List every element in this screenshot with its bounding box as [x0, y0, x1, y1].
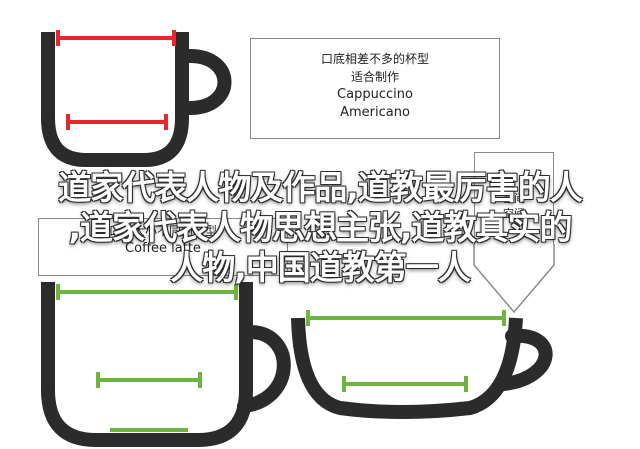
cup-bottom-left-body	[41, 282, 253, 447]
cup-bottom-left-marker-top	[56, 284, 238, 300]
legend-box-space: 空间 空间	[474, 152, 554, 244]
legend-top-line: Cappuccino	[337, 87, 413, 102]
title-overlay-line: 人物,中国道教第一人	[170, 248, 471, 287]
cup-top-left	[41, 30, 232, 167]
title-overlay-line: 道家代表人物及作品,道教最厉害的人	[58, 168, 583, 207]
cup-top-left-marker-top	[56, 30, 176, 46]
legend-side-line: 空间	[503, 192, 525, 205]
legend-box-similar-cup: 口底相差不多的杯型 适合制作 Cappuccino Americano	[250, 38, 500, 139]
cup-bottom-right-body	[291, 317, 523, 419]
legend-top-line: 适合制作	[350, 70, 399, 84]
legend-mid-line: 口底大小不同的杯型	[108, 224, 217, 238]
cup-bottom-left-marker-middle	[96, 372, 202, 388]
legend-box-different-cup: 口底大小不同的杯型 Coffee latte	[38, 218, 288, 276]
cup-bottom-left-handle	[237, 325, 291, 413]
cup-top-left-body	[41, 32, 189, 167]
cup-top-left-handle	[183, 49, 232, 115]
cup-bottom-left	[41, 282, 291, 447]
cup-top-left-marker-bottom	[66, 114, 168, 130]
legend-top-line: Americano	[340, 105, 410, 120]
cup-bottom-right-marker-bottom	[342, 376, 468, 392]
callout-arrow	[473, 244, 555, 314]
legend-side-line: 空间	[503, 207, 525, 220]
legend-top-line: 口底相差不多的杯型	[320, 52, 429, 66]
legend-mid-line: Coffee latte	[125, 241, 201, 256]
title-overlay: 道家代表人物及作品,道教最厉害的人 ,道家代表人物思想主张,道教真实的 人物,中…	[2, 168, 638, 288]
cup-bottom-right-handle	[497, 328, 553, 391]
cup-bottom-right	[291, 310, 553, 419]
cup-bottom-right-marker-top	[306, 310, 506, 326]
title-overlay-line: ,道家代表人物思想主张,道教真实的	[68, 208, 572, 247]
